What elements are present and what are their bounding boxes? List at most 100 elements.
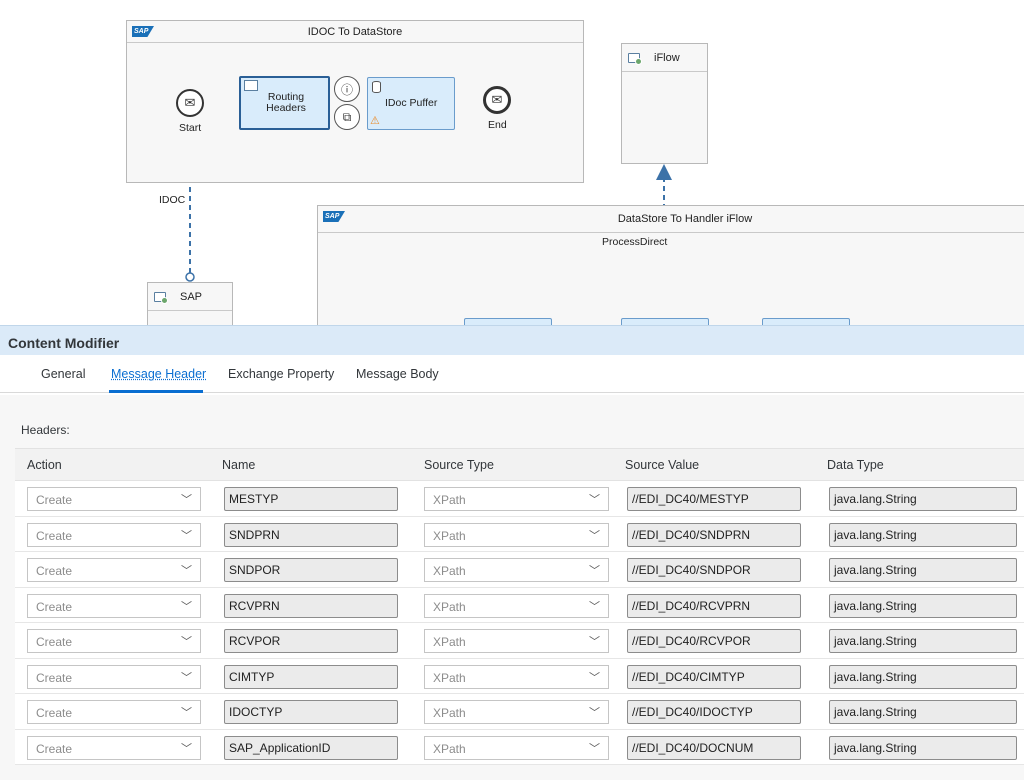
data-type-field[interactable]: java.lang.String	[829, 735, 1017, 760]
source-value-field[interactable]: //EDI_DC40/SNDPRN	[627, 522, 801, 547]
chevron-down-icon: ﹀	[589, 565, 600, 577]
action-value: Create	[36, 564, 73, 578]
action-select[interactable]: Create ﹀	[27, 558, 201, 582]
step-partial[interactable]	[762, 318, 850, 325]
column-source-value: Source Value	[625, 458, 700, 472]
table-row[interactable]: Create ﹀ IDOCTYP XPath ﹀ //EDI_DC40/IDOC…	[15, 694, 1024, 730]
tab-bar: General Message Header Exchange Property…	[0, 355, 1024, 393]
end-event[interactable]: ✉	[483, 86, 511, 114]
table-row[interactable]: Create ﹀ RCVPRN XPath ﹀ //EDI_DC40/RCVPR…	[15, 587, 1024, 623]
content-modifier-icon	[244, 80, 258, 91]
chevron-down-icon: ﹀	[181, 742, 192, 755]
idoc-puffer-step[interactable]: IDoc Puffer ⚠	[367, 77, 455, 130]
source-type-select[interactable]: XPath ﹀	[424, 593, 609, 618]
step-partial[interactable]	[464, 318, 552, 325]
name-field[interactable]: RCVPRN	[224, 593, 398, 618]
copy-icon: ⧉	[342, 109, 352, 124]
step-partial[interactable]	[621, 318, 709, 325]
action-value: Create	[36, 670, 73, 685]
source-value-field[interactable]: //EDI_DC40/IDOCTYP	[627, 700, 801, 724]
headers-section: Headers: Action Name Source Type Source …	[0, 395, 1024, 780]
table-row[interactable]: Create ﹀ MESTYP XPath ﹀ //EDI_DC40/MESTY…	[15, 481, 1024, 517]
sap-system-header: SAP	[148, 283, 232, 311]
iflow-system-header: iFlow	[622, 44, 707, 72]
iflow-canvas[interactable]: SAP IDOC To DataStore ✉ Start Routing He…	[0, 0, 1024, 325]
pool-title: IDOC To DataStore	[307, 26, 403, 38]
data-type-field[interactable]: java.lang.String	[829, 487, 1017, 511]
source-type-value: XPath	[433, 706, 466, 720]
action-select[interactable]: Create ﹀	[27, 629, 201, 653]
pool-datastore-to-handler[interactable]: SAP DataStore To Handler iFlow ProcessDi…	[317, 205, 1024, 325]
name-field[interactable]: IDOCTYP	[224, 700, 398, 724]
info-button[interactable]: ⓘ	[334, 76, 360, 102]
copy-button[interactable]: ⧉	[334, 104, 360, 130]
data-type-field[interactable]: java.lang.String	[829, 558, 1017, 582]
table-row[interactable]: Create ﹀ SAP_ApplicationID XPath ﹀ //EDI…	[15, 729, 1024, 765]
data-type-field[interactable]: java.lang.String	[829, 700, 1017, 724]
data-type-field[interactable]: java.lang.String	[829, 522, 1017, 547]
tab-exchange-property[interactable]: Exchange Property	[228, 367, 335, 381]
table-row[interactable]: Create ﹀ CIMTYP XPath ﹀ //EDI_DC40/CIMTY…	[15, 658, 1024, 694]
headers-label: Headers:	[21, 423, 70, 437]
action-select[interactable]: Create ﹀	[27, 735, 201, 760]
chevron-down-icon: ﹀	[181, 600, 192, 613]
source-value-field[interactable]: //EDI_DC40/CIMTYP	[627, 664, 801, 689]
name-field[interactable]: MESTYP	[224, 487, 398, 511]
name-field[interactable]: CIMTYP	[224, 664, 398, 689]
source-type-select[interactable]: XPath ﹀	[424, 487, 609, 511]
data-type-field[interactable]: java.lang.String	[829, 664, 1017, 689]
name-field[interactable]: RCVPOR	[224, 629, 398, 653]
column-data-type: Data Type	[827, 458, 884, 472]
source-type-select[interactable]: XPath ﹀	[424, 664, 609, 689]
name-field[interactable]: SAP_ApplicationID	[224, 735, 398, 760]
tab-message-body[interactable]: Message Body	[356, 367, 439, 381]
action-value: Create	[36, 635, 73, 649]
action-select[interactable]: Create ﹀	[27, 700, 201, 724]
action-value: Create	[36, 741, 73, 756]
tab-message-header[interactable]: Message Header	[111, 367, 206, 381]
source-value-field[interactable]: //EDI_DC40/DOCNUM	[627, 735, 801, 760]
data-type-field[interactable]: java.lang.String	[829, 593, 1017, 618]
action-value: Create	[36, 706, 73, 720]
source-value-field[interactable]: //EDI_DC40/SNDPOR	[627, 558, 801, 582]
name-field[interactable]: SNDPOR	[224, 558, 398, 582]
chevron-down-icon: ﹀	[181, 671, 192, 684]
table-row[interactable]: Create ﹀ RCVPOR XPath ﹀ //EDI_DC40/RCVPO…	[15, 623, 1024, 659]
action-select[interactable]: Create ﹀	[27, 593, 201, 618]
source-value-field[interactable]: //EDI_DC40/MESTYP	[627, 487, 801, 511]
start-event[interactable]: ✉	[176, 89, 204, 117]
source-value-field[interactable]: //EDI_DC40/RCVPRN	[627, 593, 801, 618]
action-value: Create	[36, 599, 73, 614]
source-type-select[interactable]: XPath ﹀	[424, 522, 609, 547]
chevron-down-icon: ﹀	[589, 707, 600, 719]
routing-headers-step[interactable]: Routing Headers	[239, 76, 330, 130]
table-row[interactable]: Create ﹀ SNDPRN XPath ﹀ //EDI_DC40/SNDPR…	[15, 516, 1024, 552]
column-source-type: Source Type	[424, 458, 494, 472]
action-select[interactable]: Create ﹀	[27, 664, 201, 689]
source-type-select[interactable]: XPath ﹀	[424, 629, 609, 653]
chevron-down-icon: ﹀	[181, 494, 192, 506]
source-type-select[interactable]: XPath ﹀	[424, 735, 609, 760]
data-type-field[interactable]: java.lang.String	[829, 629, 1017, 653]
action-select[interactable]: Create ﹀	[27, 522, 201, 547]
action-select[interactable]: Create ﹀	[27, 487, 201, 511]
chevron-down-icon: ﹀	[589, 494, 600, 506]
source-type-value: XPath	[433, 599, 466, 614]
source-value-field[interactable]: //EDI_DC40/RCVPOR	[627, 629, 801, 653]
action-value: Create	[36, 493, 73, 507]
sap-logo: SAP	[132, 26, 154, 37]
source-type-select[interactable]: XPath ﹀	[424, 558, 609, 582]
chevron-down-icon: ﹀	[589, 600, 600, 613]
tab-general[interactable]: General	[41, 367, 86, 381]
source-type-select[interactable]: XPath ﹀	[424, 700, 609, 724]
sap-system[interactable]: SAP	[147, 282, 233, 325]
chevron-down-icon: ﹀	[181, 529, 192, 542]
pool-header: SAP DataStore To Handler iFlow	[318, 206, 1024, 233]
chevron-down-icon: ﹀	[181, 565, 192, 577]
column-action: Action	[27, 458, 62, 472]
iflow-system[interactable]: iFlow	[621, 43, 708, 164]
info-icon: ⓘ	[340, 82, 353, 97]
source-type-value: XPath	[433, 635, 466, 649]
table-row[interactable]: Create ﹀ SNDPOR XPath ﹀ //EDI_DC40/SNDPO…	[15, 552, 1024, 588]
name-field[interactable]: SNDPRN	[224, 522, 398, 547]
